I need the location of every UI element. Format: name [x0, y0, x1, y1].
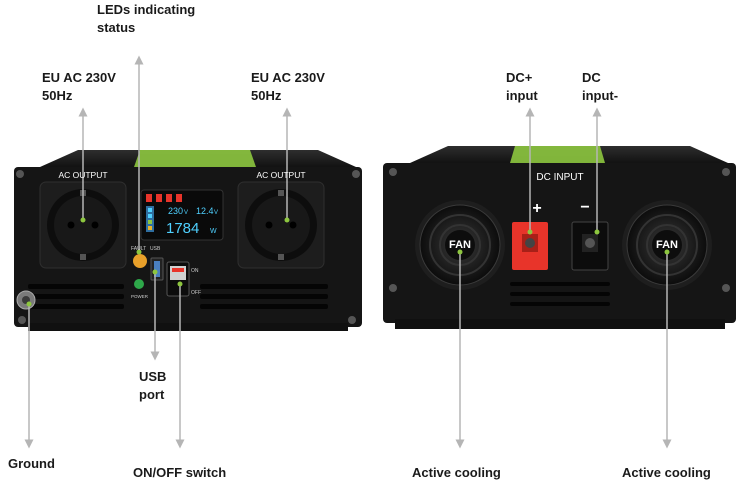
dc-positive-terminal [512, 222, 548, 270]
display-power: 1784 [166, 220, 199, 237]
green-stripe [134, 150, 256, 167]
label-usb-port: USB port [139, 369, 167, 402]
label-dc-plus-input: DC+ input [506, 70, 538, 103]
display-voltage: 230 [168, 206, 183, 216]
switch-off-label: OFF [191, 290, 201, 296]
callout-arrows [24, 55, 672, 449]
dc-negative-terminal [571, 221, 609, 271]
inverter-rear-panel [383, 146, 736, 329]
ac-output-right-text: AC OUTPUT [256, 170, 305, 180]
ac-output-left-text: AC OUTPUT [58, 170, 107, 180]
dc-input-text: DC INPUT [536, 172, 583, 183]
ac-socket-right [237, 181, 325, 269]
label-onoff-switch: ON/OFF switch [133, 465, 227, 480]
arrow-dots [26, 217, 670, 307]
power-led [134, 279, 144, 289]
label-leds-status: LEDs indicating status [97, 2, 196, 35]
front-vents [28, 284, 328, 309]
lcd-display [140, 189, 224, 241]
label-active-cooling-left: Active cooling [412, 465, 501, 480]
display-battery: 12.4 [196, 206, 214, 216]
fan-left-text: FAN [449, 239, 471, 251]
switch-on-label: ON [191, 268, 199, 274]
label-eu-ac-right: EU AC 230V 50Hz [251, 70, 325, 103]
display-power-unit: W [210, 228, 217, 235]
label-active-cooling-right: Active cooling [622, 465, 711, 480]
fan-right [622, 200, 712, 290]
plus-sign: + [532, 200, 541, 217]
label-ground: Ground [8, 456, 55, 471]
inverter-front-panel [14, 150, 362, 331]
fault-led [133, 254, 147, 268]
label-dc-minus-input: DC input- [582, 70, 619, 103]
display-volt-unit: V [184, 210, 188, 216]
minus-sign: − [580, 199, 589, 216]
display-battery-unit: V [214, 210, 218, 216]
usb-label: USB [150, 246, 161, 252]
fan-right-text: FAN [656, 239, 678, 251]
power-label: POWER [131, 294, 149, 299]
fault-label: FAULT [131, 246, 146, 252]
fan-left [415, 200, 505, 290]
label-eu-ac-left: EU AC 230V 50Hz [42, 70, 116, 103]
